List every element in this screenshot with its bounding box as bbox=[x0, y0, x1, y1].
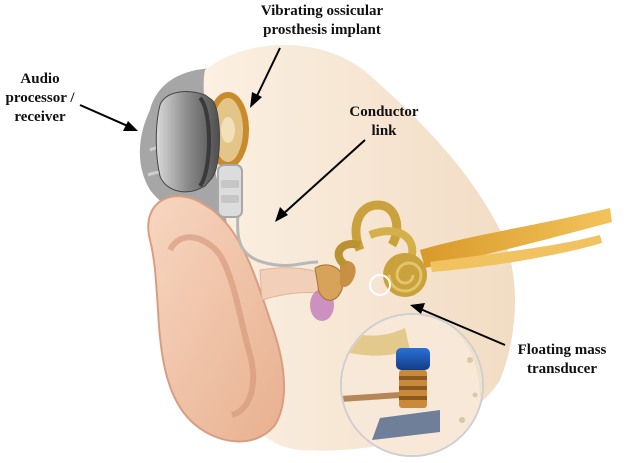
label-line: transducer bbox=[527, 361, 597, 377]
audio-processor bbox=[155, 91, 220, 193]
arrow-conductor-head bbox=[275, 207, 288, 222]
label-audio-processor: Audio processor / receiver bbox=[4, 70, 76, 127]
inner-ear bbox=[334, 200, 427, 297]
arrow-vibrating-head bbox=[250, 92, 262, 108]
arrow-floating-head bbox=[410, 303, 425, 314]
label-line: receiver bbox=[14, 109, 66, 125]
label-vibrating-ossicular-prosthesis: Vibrating ossicular prosthesis implant bbox=[222, 2, 422, 40]
implant-body bbox=[217, 164, 243, 218]
conductor-link bbox=[236, 214, 319, 268]
label-line: Conductor bbox=[349, 104, 419, 120]
label-floating-mass-transducer: Floating mass transducer bbox=[500, 341, 624, 379]
incus bbox=[340, 260, 356, 287]
implant-segment bbox=[221, 180, 239, 188]
label-line: Vibrating ossicular bbox=[260, 3, 384, 19]
auditory-nerve bbox=[420, 208, 612, 268]
arrow-audio bbox=[79, 104, 131, 128]
ossicles bbox=[314, 264, 344, 301]
processor-edge bbox=[198, 96, 211, 188]
arrow-floating bbox=[417, 307, 506, 346]
arrow-audio-head bbox=[123, 121, 138, 131]
label-line: prosthesis implant bbox=[263, 22, 381, 38]
ear-fold bbox=[167, 234, 257, 418]
label-line: link bbox=[371, 123, 397, 139]
arrow-vibrating bbox=[254, 47, 281, 101]
arrow-conductor bbox=[281, 139, 366, 216]
label-conductor-link: Conductor link bbox=[344, 103, 424, 141]
implant-segment bbox=[221, 195, 239, 203]
auditory-nerve-branch bbox=[430, 235, 602, 272]
label-line: Audio bbox=[20, 71, 60, 87]
implant-magnet bbox=[221, 117, 235, 143]
label-line: Floating mass bbox=[517, 342, 607, 358]
fmt-top bbox=[396, 348, 430, 370]
fmt-base bbox=[372, 410, 440, 440]
outer-ear bbox=[147, 195, 285, 443]
arrows bbox=[79, 47, 506, 346]
label-line: processor / bbox=[5, 90, 75, 106]
